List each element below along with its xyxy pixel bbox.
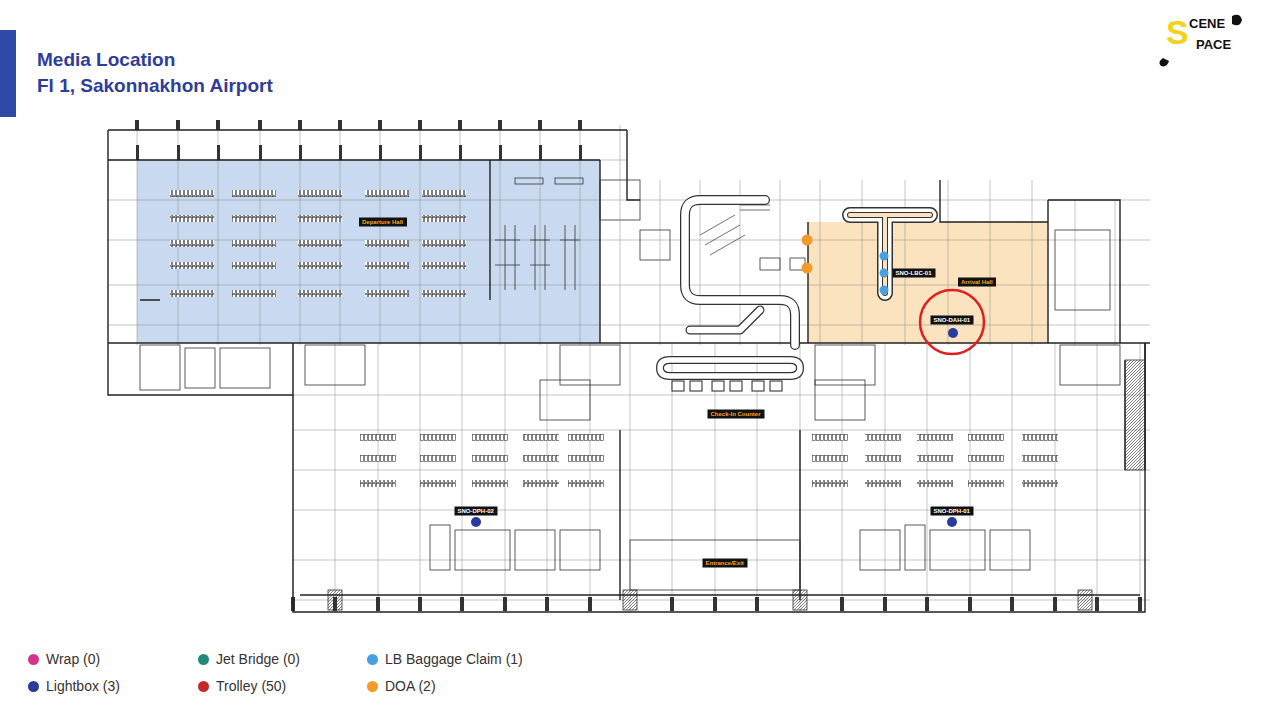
legend-swatch [198,654,209,665]
area-tag: Departure Hall [359,218,407,227]
logo-letter: S [1166,14,1189,50]
legend-swatch [28,681,39,692]
legend-text: Jet Bridge (0) [216,651,300,667]
legend-text: Wrap (0) [46,651,100,667]
media-id-tag: SNO-DAH-01 [931,316,974,325]
area-tag: Check-In Counter [708,410,765,419]
tag-text: Departure Hall [362,219,403,225]
legend-text: LB Baggage Claim (1) [385,651,523,667]
page-subtitle: Fl 1, Sakonnakhon Airport [37,75,273,97]
media-id-tag: SNO-DPH-02 [455,507,498,516]
media-id-tag: SNO-LBC-01 [893,269,936,278]
legend-swatch [367,681,378,692]
tag-text: SNO-LBC-01 [896,270,932,276]
legend-swatch [367,654,378,665]
tag-text: SNO-DPH-02 [458,508,494,514]
area-tag: Entrance/Exit [703,559,748,568]
legend-text: Trolley (50) [216,678,286,694]
page-title: Media Location [37,49,175,71]
tag-text: SNO-DPH-01 [934,508,970,514]
tag-text: Arrival Hall [961,279,993,285]
logo-word: PACE [1196,38,1231,52]
tag-text: Entrance/Exit [706,560,744,566]
legend-swatch [198,681,209,692]
legend-text: DOA (2) [385,678,436,694]
area-tag: Arrival Hall [958,278,996,287]
logo-word: CENE [1189,17,1225,31]
legend-swatch [28,654,39,665]
legend-text: Lightbox (3) [46,678,120,694]
tag-text: SNO-DAH-01 [934,317,971,323]
media-id-tag: SNO-DPH-01 [931,507,974,516]
tag-text: Check-In Counter [711,411,761,417]
